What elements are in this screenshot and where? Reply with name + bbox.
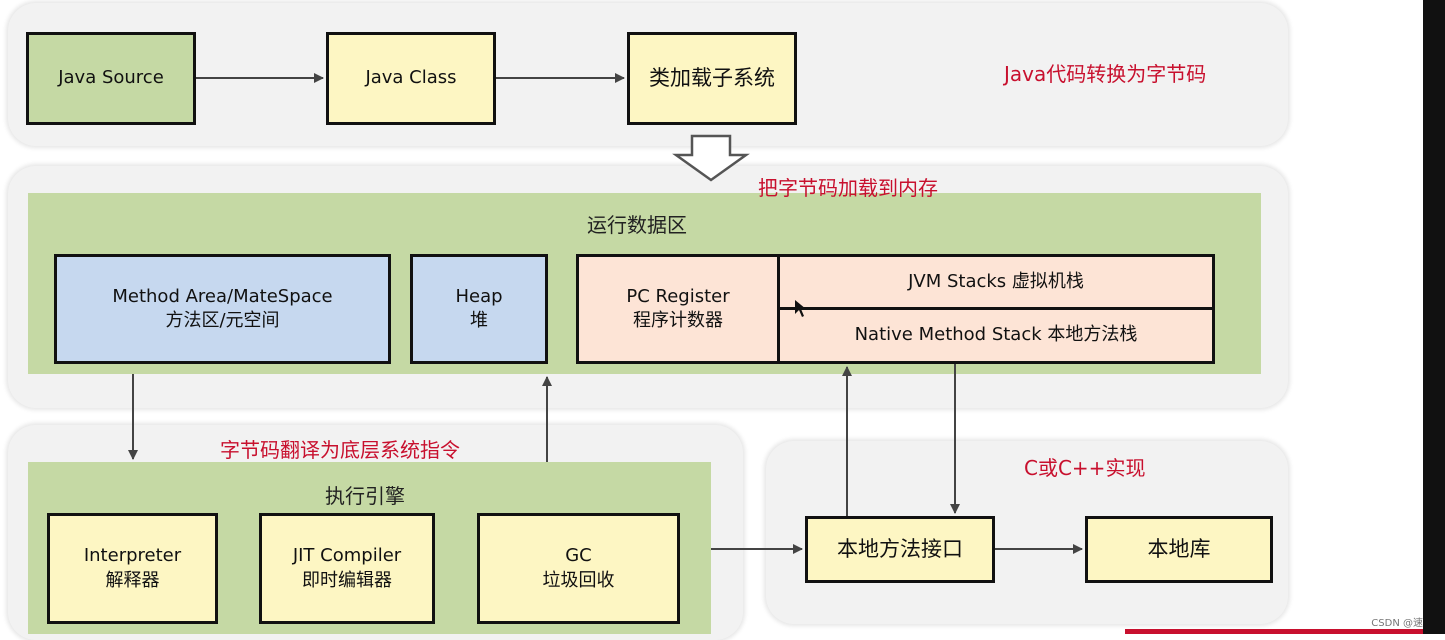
pc-register-cn: 程序计数器 <box>633 310 723 331</box>
runtime-title: 运行数据区 <box>587 213 687 237</box>
native-interface-label: 本地方法接口 <box>837 537 963 562</box>
native-interface-box: 本地方法接口 <box>805 516 995 583</box>
jit-compiler-cn: 即时编辑器 <box>302 569 392 591</box>
jit-compiler-box: JIT Compiler 即时编辑器 <box>259 513 435 624</box>
heap-cn: 堆 <box>470 310 488 331</box>
method-area-en: Method Area/MateSpace <box>112 285 333 307</box>
native-library-box: 本地库 <box>1085 516 1273 583</box>
heap-box: Heap 堆 <box>410 254 548 364</box>
jvm-stacks-box: JVM Stacks 虚拟机栈 <box>777 254 1215 310</box>
native-library-label: 本地库 <box>1147 537 1211 562</box>
pc-register-en: PC Register <box>626 285 730 307</box>
java-source-label: Java Source <box>58 67 164 89</box>
bottom-accent-line <box>1125 629 1423 634</box>
interpreter-cn: 解释器 <box>105 569 160 591</box>
right-edge-bar <box>1423 0 1445 634</box>
gc-box: GC 垃圾回收 <box>477 513 680 624</box>
class-loader-label: 类加载子系统 <box>649 66 775 91</box>
jvm-stacks-label: JVM Stacks 虚拟机栈 <box>908 270 1084 292</box>
engine-annotation: 字节码翻译为底层系统指令 <box>220 438 460 462</box>
method-area-cn: 方法区/元空间 <box>165 310 280 331</box>
watermark: CSDN @速 <box>1371 618 1423 629</box>
gc-en: GC <box>565 545 592 567</box>
gc-cn: 垃圾回收 <box>542 569 615 591</box>
native-annotation: C或C++实现 <box>1024 456 1146 480</box>
native-stack-box: Native Method Stack 本地方法栈 <box>777 307 1215 364</box>
bytecode-annotation: Java代码转换为字节码 <box>1004 62 1207 86</box>
java-source-box: Java Source <box>26 32 196 125</box>
jit-compiler-en: JIT Compiler <box>292 545 402 567</box>
interpreter-en: Interpreter <box>83 545 182 567</box>
java-class-label: Java Class <box>365 67 457 89</box>
heap-en: Heap <box>455 285 503 307</box>
class-loader-box: 类加载子系统 <box>627 32 797 125</box>
java-class-box: Java Class <box>326 32 496 125</box>
pc-register-box: PC Register 程序计数器 <box>576 254 780 364</box>
load-annotation: 把字节码加载到内存 <box>758 176 938 200</box>
interpreter-box: Interpreter 解释器 <box>47 513 218 624</box>
native-stack-label: Native Method Stack 本地方法栈 <box>854 324 1138 346</box>
engine-title: 执行引擎 <box>325 484 405 508</box>
method-area-box: Method Area/MateSpace 方法区/元空间 <box>54 254 391 364</box>
